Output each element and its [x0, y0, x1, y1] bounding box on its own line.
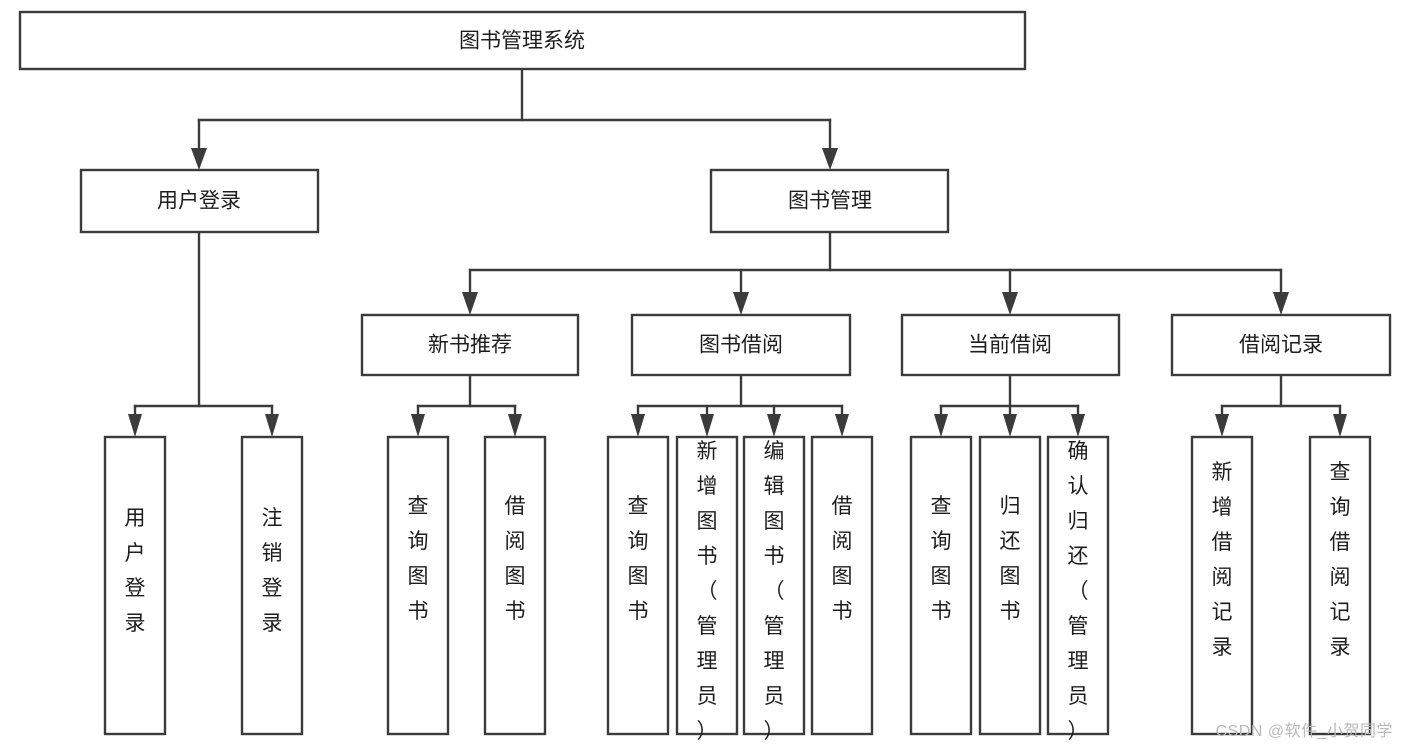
node-new-book-recommend-label: 新书推荐	[428, 334, 512, 357]
leaf-br-add-record-label: 新增借阅记录	[1212, 461, 1233, 659]
leaf-user-login-box[interactable]	[103, 435, 167, 736]
arrow-bb-3	[767, 414, 781, 437]
leaf-logout-label: 注销登录	[262, 507, 283, 635]
arrow-bb-2	[700, 414, 714, 437]
connector-lines	[128, 67, 1347, 437]
leaf-node[interactable]: 查询借阅记录	[1308, 435, 1372, 736]
leaf-node[interactable]: 新增借阅记录	[1190, 435, 1254, 736]
leaf-cb-return-book-label: 归还图书	[1000, 495, 1021, 623]
leaf-bb-borrow-book-label: 借阅图书	[832, 495, 853, 623]
leaf-nb-borrow-book-label: 借阅图书	[505, 495, 526, 623]
arrow-nb-1	[411, 414, 425, 437]
leaf-cb-query-book-box[interactable]	[909, 435, 973, 736]
node-new-book-recommend-box[interactable]	[360, 313, 580, 377]
node-book-management[interactable]: 图书管理	[709, 168, 950, 234]
leaf-node[interactable]: 借阅图书	[483, 435, 547, 736]
leaf-bb-add-book-label: 新增图书（管理员）	[697, 440, 718, 743]
leaf-node[interactable]: 用户登录	[103, 435, 167, 736]
node-book-management-box[interactable]	[709, 168, 950, 234]
leaf-nb-query-book-label: 查询图书	[408, 495, 429, 623]
node-book-borrow[interactable]: 图书借阅	[630, 313, 852, 377]
leaf-nb-borrow-book-box[interactable]	[483, 435, 547, 736]
arrow-bm-to-borrow	[733, 292, 749, 315]
leaf-node[interactable]: 查询图书	[386, 435, 450, 736]
leaf-cb-confirm-return-box[interactable]	[1046, 435, 1110, 736]
arrow-root-to-book-manage	[822, 148, 838, 170]
node-book-management-label: 图书管理	[788, 190, 872, 213]
arrow-nb-2	[508, 414, 522, 437]
leaf-node[interactable]: 新增图书（管理员）	[675, 435, 739, 743]
arrow-br-1	[1215, 414, 1229, 437]
node-root-label: 图书管理系统	[459, 30, 585, 53]
arrow-cb-2	[1003, 414, 1017, 437]
leaf-bb-add-book-box[interactable]	[675, 435, 739, 736]
node-borrow-record-box[interactable]	[1170, 313, 1392, 377]
node-current-borrow-label: 当前借阅	[968, 334, 1052, 357]
leaf-cb-return-book-box[interactable]	[978, 435, 1042, 736]
arrow-ul-2	[265, 414, 279, 437]
leaf-cb-query-book-label: 查询图书	[931, 495, 952, 623]
leaf-node[interactable]: 确认归还（管理员）	[1046, 435, 1110, 743]
arrow-br-2	[1333, 414, 1347, 437]
leaf-bb-borrow-book-box[interactable]	[810, 435, 874, 736]
leaf-bb-edit-book-box[interactable]	[742, 435, 806, 736]
leaf-br-add-record-box[interactable]	[1190, 435, 1254, 736]
leaf-node[interactable]: 查询图书	[606, 435, 670, 736]
leaf-bb-query-book-label: 查询图书	[628, 495, 649, 623]
node-book-borrow-label: 图书借阅	[699, 334, 783, 357]
node-user-login[interactable]: 用户登录	[79, 168, 320, 234]
arrow-bb-1	[631, 414, 645, 437]
node-borrow-record-label: 借阅记录	[1239, 334, 1323, 357]
node-book-borrow-box[interactable]	[630, 313, 852, 377]
node-current-borrow-box[interactable]	[900, 313, 1121, 377]
leaf-logout-box[interactable]	[240, 435, 304, 736]
leaf-br-query-record-box[interactable]	[1308, 435, 1372, 736]
arrow-bm-to-current	[1002, 292, 1018, 315]
leaf-cb-confirm-return-label: 确认归还（管理员）	[1068, 440, 1089, 743]
leaf-node[interactable]: 注销登录	[240, 435, 304, 736]
leaf-node[interactable]: 编辑图书（管理员）	[742, 435, 806, 743]
arrow-cb-1	[934, 414, 948, 437]
node-borrow-record[interactable]: 借阅记录	[1170, 313, 1392, 377]
node-user-login-box[interactable]	[79, 168, 320, 234]
leaf-user-login-label: 用户登录	[125, 507, 146, 635]
leaf-bb-edit-book-label: 编辑图书（管理员）	[764, 440, 785, 743]
csdn-watermark: CSDN @软件_小贺同学	[1215, 723, 1393, 740]
arrow-ul-1	[128, 414, 142, 437]
node-current-borrow[interactable]: 当前借阅	[900, 313, 1121, 377]
node-user-login-label: 用户登录	[157, 190, 241, 213]
leaf-node[interactable]: 借阅图书	[810, 435, 874, 736]
arrow-bb-4	[835, 414, 849, 437]
arrow-bm-to-new	[462, 292, 478, 315]
arrow-bm-to-record	[1273, 292, 1289, 315]
node-root-box[interactable]	[18, 10, 1027, 71]
leaf-bb-query-book-box[interactable]	[606, 435, 670, 736]
node-new-book-recommend[interactable]: 新书推荐	[360, 313, 580, 377]
node-root[interactable]: 图书管理系统	[18, 10, 1027, 71]
leaf-nb-query-book-box[interactable]	[386, 435, 450, 736]
leaf-br-query-record-label: 查询借阅记录	[1330, 461, 1351, 659]
leaf-node[interactable]: 查询图书	[909, 435, 973, 736]
leaf-node[interactable]: 归还图书	[978, 435, 1042, 736]
arrow-root-to-user-login	[191, 148, 207, 170]
arrow-cb-3	[1071, 414, 1085, 437]
